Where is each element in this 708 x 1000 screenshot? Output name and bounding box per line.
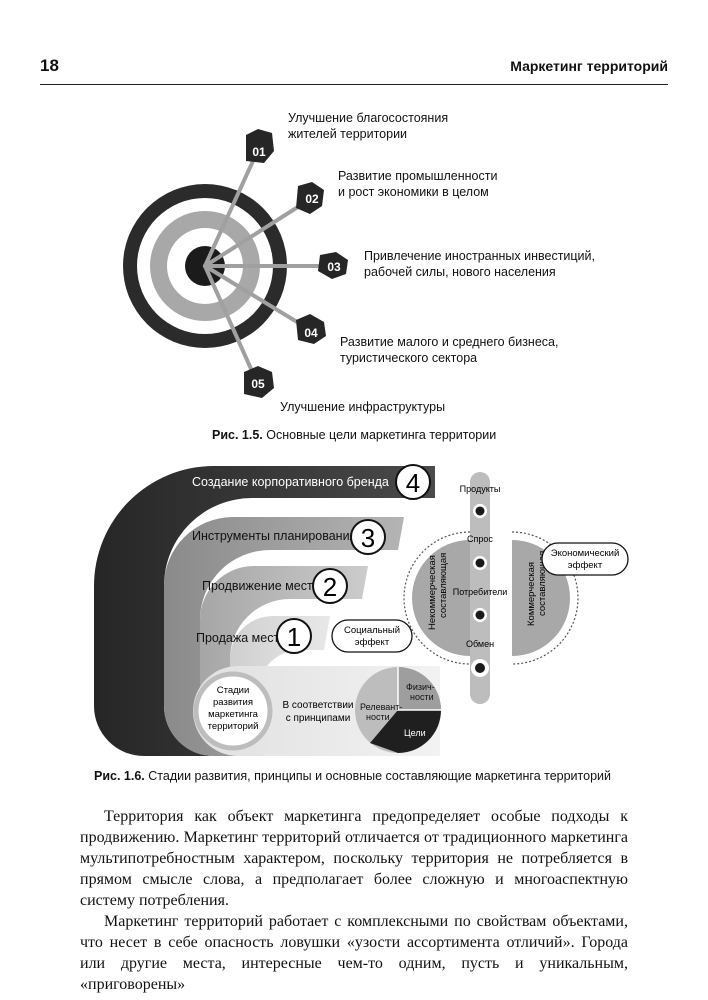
- svg-text:Коммерческая: Коммерческая: [526, 562, 537, 626]
- axis-label: Продукты: [460, 484, 501, 494]
- header-rule: [40, 84, 668, 85]
- stages-circle-text: развития: [213, 697, 253, 708]
- axis-label: Потребители: [453, 587, 508, 597]
- stage-label: Продажа мест: [196, 631, 279, 645]
- stage-number: 3: [361, 523, 375, 553]
- stages-circle-text: территорий: [208, 721, 259, 732]
- svg-text:Экономический: Экономический: [551, 548, 620, 559]
- axis-nodes: [471, 504, 489, 677]
- principles-label: В соответствии: [282, 700, 353, 711]
- principles-label: с принципами: [286, 713, 351, 724]
- pie-label-physicality: Физич-: [406, 682, 435, 692]
- stage-badge-4: [395, 464, 431, 500]
- stages-circle-text: Стадии: [217, 685, 250, 696]
- page-number: 18: [40, 56, 59, 75]
- goal-label: туристического сектора: [340, 351, 477, 365]
- principles-pie: Физич- ности Релевант- ности Цели: [355, 667, 441, 753]
- pie-label-physicality: ности: [410, 692, 434, 702]
- goal-number: 02: [305, 192, 319, 206]
- pie-slice-physicality: [398, 667, 441, 710]
- figures-canvas: 01 02 03 04 05 Улучшение благосостояния …: [94, 111, 629, 756]
- svg-text:Социальный: Социальный: [344, 625, 400, 636]
- goal-label: Улучшение благосостояния: [288, 111, 448, 125]
- pie-label-relevance: ности: [366, 712, 390, 722]
- stages-circle: [193, 671, 273, 751]
- target-rays: [203, 148, 328, 382]
- goal-label: рабочей силы, нового населения: [364, 265, 556, 279]
- paragraph: Территория как объект маркетинга предопр…: [80, 808, 628, 909]
- svg-text:составляющая: составляющая: [438, 553, 449, 618]
- economic-effect-pill: [541, 542, 629, 576]
- stage-band-2: [200, 566, 368, 756]
- figure-caption-2: Рис. 1.6. Стадии развития, принципы и ос…: [94, 769, 611, 783]
- figure-caption-1: Рис. 1.5. Основные цели маркетинга терри…: [212, 428, 497, 442]
- goal-marker-01: 01: [246, 129, 274, 163]
- paragraph: Маркетинг территорий работает с комплекс…: [80, 913, 628, 993]
- stage-badge-3: [350, 519, 386, 555]
- body-text: Территория как объект маркетинга предопр…: [80, 806, 628, 995]
- goal-number: 05: [251, 377, 265, 391]
- goal-number: 03: [327, 260, 341, 274]
- goal-marker-03: 03: [318, 252, 348, 279]
- goal-marker-02: 02: [296, 182, 324, 214]
- goal-marker-05: 05: [244, 366, 274, 398]
- goal-label: жителей территории: [288, 127, 407, 141]
- stage-number: 1: [287, 622, 301, 652]
- running-title: Маркетинг территорий: [510, 58, 668, 74]
- social-effect-pill: [331, 619, 413, 653]
- pie-slice-goals: [370, 710, 441, 753]
- goal-label: Привлечение иностранных инвестиций,: [364, 249, 595, 263]
- stages-diagram: Создание корпоративного бренда Инструмен…: [94, 464, 629, 756]
- svg-text:эффект: эффект: [355, 637, 390, 648]
- goal-number: 01: [252, 145, 266, 159]
- svg-text:составляющая: составляющая: [537, 551, 548, 616]
- components-axis: [470, 472, 490, 704]
- stage-number: 2: [323, 572, 337, 602]
- stage-label: Продвижение мест: [202, 579, 313, 593]
- goal-label: Развитие малого и среднего бизнеса,: [340, 335, 558, 349]
- goal-marker-04: 04: [296, 314, 326, 344]
- stage-number: 4: [406, 468, 420, 498]
- stage-label: Создание корпоративного бренда: [192, 475, 389, 489]
- goal-label: Улучшение инфраструктуры: [280, 400, 445, 414]
- noncommercial-component: Некоммерческая составляющая: [403, 531, 471, 665]
- goal-number: 04: [304, 326, 318, 340]
- stage-badge-1: [276, 618, 312, 654]
- goal-label: и рост экономики в целом: [338, 185, 489, 199]
- stages-circle-text: маркетинга: [208, 709, 258, 720]
- stage-label: Инструменты планирования: [192, 529, 356, 543]
- stage-badge-2: [312, 568, 348, 604]
- target-diagram: 01 02 03 04 05 Улучшение благосостояния …: [123, 111, 595, 414]
- svg-text:Некоммерческая: Некоммерческая: [427, 555, 438, 630]
- pie-label-relevance: Релевант-: [360, 702, 402, 712]
- axis-label: Спрос: [467, 534, 493, 544]
- svg-text:эффект: эффект: [568, 560, 603, 571]
- axis-label: Обмен: [466, 639, 494, 649]
- goal-label: Развитие промышленности: [338, 169, 497, 183]
- pie-label-goals: Цели: [404, 728, 426, 738]
